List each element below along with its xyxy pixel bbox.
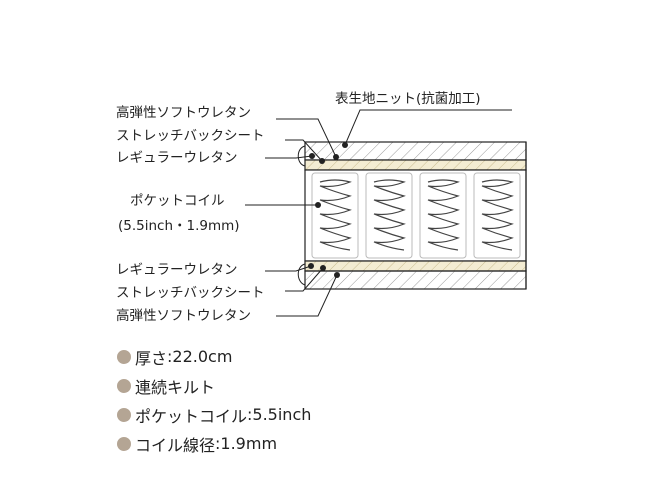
spec-item: ポケットコイル : 5.5inch [117,400,311,429]
spec-label: 連続キルト [135,377,216,397]
spec-value: 5.5inch [252,405,312,424]
spec-label: ポケットコイル [135,406,248,426]
spec-item: 厚さ : 22.0cm [117,342,311,371]
spec-list: 厚さ : 22.0cm 連続キルト ポケットコイル : 5.5inch コイル線… [117,342,311,458]
bottom-regular-urethane-layer [304,260,527,272]
bullet-icon [117,436,131,451]
top-regular-urethane-layer [304,159,527,171]
spec-value: 1.9mm [220,434,278,453]
spec-value: 22.0cm [172,347,233,366]
label-bottom-soft-urethane: 高弾性ソフトウレタン [116,308,251,324]
bullet-icon [117,349,131,364]
label-pocket-coil-size: (5.5inch・1.9mm) [118,218,240,234]
spec-item: コイル線径 : 1.9mm [117,429,311,458]
coil-pockets [311,172,521,259]
spec-separator: : [247,405,253,424]
label-fabric-knit: 表生地ニット(抗菌加工) [335,91,481,107]
bullet-icon [117,378,131,393]
leader-lines [245,109,512,317]
fabric-left-edge [297,145,306,286]
spec-label: 厚さ [135,348,168,368]
label-bottom-stretch-sheet: ストレッチバックシート [116,285,265,301]
spec-separator: : [215,434,221,453]
label-pocket-coil: ポケットコイル [130,193,225,209]
spec-item: 連続キルト [117,371,311,400]
label-bottom-regular-urethane: レギュラーウレタン [116,262,238,278]
spec-separator: : [167,347,173,366]
spec-label: コイル線径 [135,435,216,455]
leader-dots [308,142,348,278]
label-top-regular-urethane: レギュラーウレタン [116,150,238,166]
coil-springs [319,179,514,251]
label-top-stretch-sheet: ストレッチバックシート [116,128,265,144]
bullet-icon [117,407,131,422]
mattress-cross-section [245,109,527,317]
label-top-soft-urethane: 高弾性ソフトウレタン [116,105,251,121]
